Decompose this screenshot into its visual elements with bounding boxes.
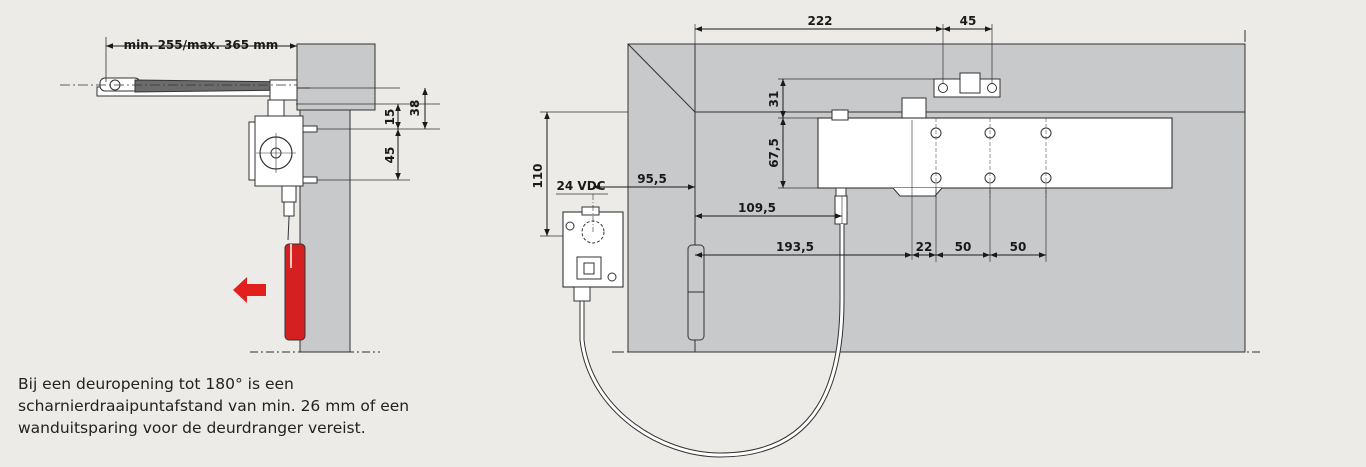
note-line-3: wanduitsparing voor de deurdranger verei…	[18, 419, 366, 437]
dim-50-a: 50	[955, 240, 972, 254]
installation-note: Bij een deuropening tot 180° is een scha…	[18, 373, 438, 439]
closer-body-front	[817, 97, 1173, 260]
dim-67-5: 67,5	[767, 138, 781, 168]
side-view: min. 255/max. 365 mm 38 15 45	[60, 37, 440, 353]
door-leaf-section	[299, 109, 351, 353]
dim-109-5: 109,5	[738, 201, 776, 215]
red-component	[284, 243, 306, 341]
power-label: 24 VDC	[557, 179, 606, 193]
dim-45-top: 45	[960, 14, 977, 28]
dim-110: 110	[531, 163, 545, 188]
dim-50-b: 50	[1010, 240, 1027, 254]
note-line-1: Bij een deuropening tot 180° is een	[18, 375, 294, 393]
dim-193-5: 193,5	[776, 240, 814, 254]
dim-31: 31	[767, 91, 781, 108]
dim-95-5: 95,5	[637, 172, 667, 186]
frame-section	[296, 43, 376, 111]
dim-222: 222	[807, 14, 832, 28]
dim-15: 15	[383, 109, 397, 126]
power-cable	[580, 224, 844, 457]
front-view: 222 45 31 67,5 110 24 VDC 95,5 109,5 1	[531, 14, 1260, 458]
dim-45-side: 45	[383, 147, 397, 164]
dim-22: 22	[916, 240, 933, 254]
direction-arrow	[233, 277, 266, 303]
closer-body	[248, 99, 318, 241]
closer-arm	[60, 77, 310, 101]
arm-span-label: min. 255/max. 365 mm	[124, 38, 279, 52]
dim-38: 38	[408, 100, 422, 117]
arm-shoe	[933, 72, 1001, 98]
note-line-2: scharnierdraaipuntafstand van min. 26 mm…	[18, 397, 410, 415]
